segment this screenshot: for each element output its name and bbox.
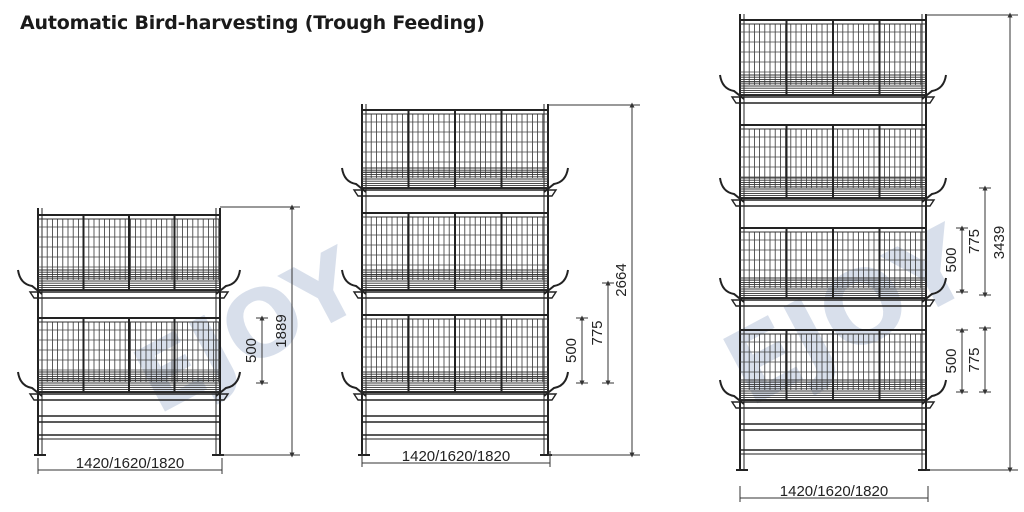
cage-frame <box>719 14 947 471</box>
feeder-right <box>921 74 947 100</box>
dim-total-1: 1889 <box>273 204 298 458</box>
cage-tier <box>719 124 947 207</box>
dim-label: 775 <box>589 320 606 345</box>
feeder-left <box>719 177 745 203</box>
dim-tier-lower-3: 500 <box>943 327 968 395</box>
feeder-right <box>215 371 241 397</box>
width-label: 1420/1620/1820 <box>780 483 888 500</box>
dim-label: 2664 <box>613 263 630 296</box>
dim-label: 3439 <box>991 226 1008 259</box>
dim-label: 500 <box>943 348 960 373</box>
feeder-left <box>719 379 745 405</box>
width-label: 1420/1620/1820 <box>402 448 510 465</box>
feeder-right <box>921 177 947 203</box>
dim-label: 775 <box>966 347 983 372</box>
feeder-left <box>341 167 367 193</box>
dim-tier-upper-3: 500 <box>943 225 968 295</box>
feeder-right <box>543 371 569 397</box>
dim-pitch-upper-3: 775 <box>966 185 991 298</box>
cage-tier <box>719 227 947 307</box>
feeder-right <box>215 269 241 295</box>
width-label: 1420/1620/1820 <box>76 455 184 472</box>
egg-tray <box>730 199 936 207</box>
dim-tier-2: 500 <box>563 315 588 386</box>
dim-label: 500 <box>563 338 580 363</box>
cage-tier <box>341 212 569 299</box>
cage-frame <box>341 104 569 456</box>
dim-tier-1: 500 <box>243 315 268 386</box>
feeder-left <box>341 371 367 397</box>
egg-tray <box>352 393 558 401</box>
page-title: Automatic Bird-harvesting (Trough Feedin… <box>20 12 485 34</box>
cage-tier <box>341 109 569 197</box>
dim-label: 500 <box>943 247 960 272</box>
cage-tier <box>719 329 947 409</box>
dim-total-2: 2664 <box>613 102 638 458</box>
feeder-left <box>341 269 367 295</box>
cage-frame <box>17 208 241 456</box>
feeder-left <box>17 269 43 295</box>
cage-tier <box>341 314 569 401</box>
cage-tier <box>719 19 947 104</box>
egg-tray <box>730 96 936 104</box>
dim-width-1: 1420/1620/1820 <box>37 455 223 474</box>
dim-pitch-lower-3: 775 <box>966 325 991 395</box>
dim-label: 1889 <box>273 314 290 347</box>
feeder-left <box>17 371 43 397</box>
feeder-right <box>543 167 569 193</box>
egg-tray <box>28 291 230 299</box>
cage-tier <box>17 214 241 299</box>
cage-tier <box>17 317 241 401</box>
watermark-text-1: EJOY <box>118 228 380 435</box>
dim-width-2: 1420/1620/1820 <box>361 448 551 467</box>
feeder-left <box>719 277 745 303</box>
egg-tray <box>28 393 230 401</box>
cage-group <box>17 14 947 471</box>
dim-label: 500 <box>243 338 260 363</box>
egg-tray <box>352 189 558 197</box>
feeder-left <box>719 74 745 100</box>
dimension-group: 1889 500 1420/1620/1820 2664 775 500 1420/1620… <box>37 12 1018 502</box>
egg-tray <box>730 401 936 409</box>
egg-tray <box>730 299 936 307</box>
feeder-right <box>921 379 947 405</box>
dim-label: 775 <box>966 229 983 254</box>
feeder-right <box>921 277 947 303</box>
dim-total-3: 3439 <box>991 12 1016 473</box>
dim-pitch-2: 775 <box>589 280 614 386</box>
dim-width-3: 1420/1620/1820 <box>739 483 929 502</box>
feeder-right <box>543 269 569 295</box>
egg-tray <box>352 291 558 299</box>
